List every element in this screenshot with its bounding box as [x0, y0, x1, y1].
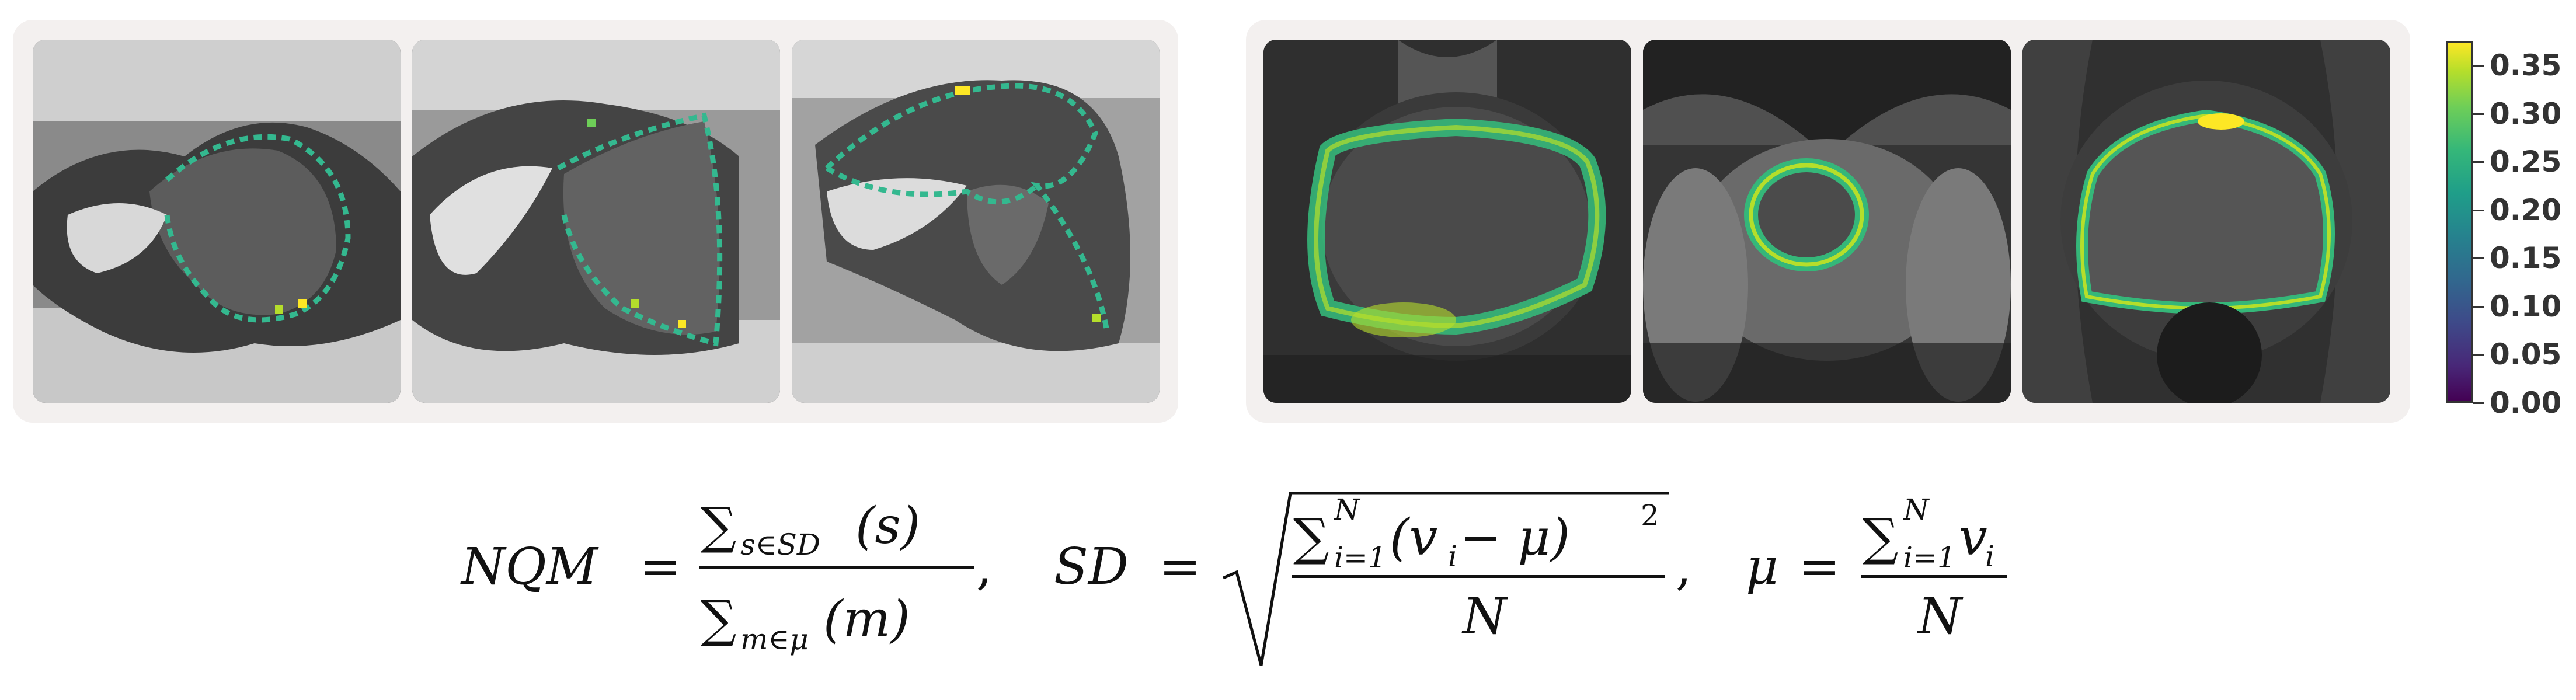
sd-term-sup: 2 — [1641, 499, 1659, 532]
prostate-slice-2 — [1643, 40, 2011, 403]
colorbar-tick — [2473, 402, 2484, 404]
comma-1: , — [976, 538, 992, 596]
colorbar-tick-label: 0.00 — [2490, 386, 2562, 420]
sd-fraction-bar — [1292, 575, 1665, 578]
nqm-den-sum: ∑ — [701, 590, 736, 649]
colorbar-tick-label: 0.25 — [2490, 145, 2562, 179]
colorbar-tick — [2473, 161, 2484, 163]
nqm-num-arg: (s) — [855, 497, 920, 555]
mu-den: N — [1917, 587, 1964, 646]
sqrt-symbol — [1223, 492, 1669, 666]
colorbar-tick — [2473, 209, 2484, 211]
nqm-lhs: NQM — [460, 538, 599, 596]
sd-sup: N — [1334, 493, 1361, 527]
mu-equals: = — [1798, 538, 1840, 596]
sd-sum: ∑ — [1293, 509, 1329, 567]
prostate-slice-3 — [2022, 40, 2390, 403]
mu-term-sub: i — [1985, 539, 1994, 573]
colorbar-tick-label: 0.05 — [2490, 337, 2562, 372]
sd-term: (v — [1390, 509, 1437, 567]
sd-sub: i=1 — [1334, 541, 1387, 574]
mu-term: v — [1959, 509, 1987, 567]
colorbar — [2446, 41, 2473, 403]
colorbar-tick-label: 0.30 — [2490, 96, 2562, 131]
mu-sum: ∑ — [1863, 509, 1898, 567]
colorbar-tick-label: 0.35 — [2490, 48, 2562, 82]
nqm-num-sub: s∈SD — [740, 528, 820, 562]
colorbar-tick — [2473, 354, 2484, 356]
sd-term-rest: − μ) — [1460, 509, 1570, 567]
nqm-den-arg: (m) — [823, 590, 910, 649]
sd-equals: = — [1159, 538, 1201, 596]
sd-den: N — [1461, 587, 1508, 646]
colorbar-tick — [2473, 257, 2484, 260]
nqm-fraction-bar — [699, 566, 974, 569]
sd-term-sub: i — [1448, 539, 1457, 573]
formula: NQM = ∑ s∈SD (s) ∑ m∈μ (m) , SD = ∑ N i=… — [460, 492, 2007, 666]
mu-lhs: μ — [1746, 538, 1778, 596]
colorbar-tick — [2473, 65, 2484, 67]
nqm-num-sum: ∑ — [701, 497, 736, 555]
colorbar-tick-label: 0.20 — [2490, 193, 2562, 227]
colorbar-tick — [2473, 305, 2484, 308]
comma-2: , — [1676, 538, 1691, 596]
nqm-equals: = — [639, 538, 681, 596]
mri-patch-3 — [792, 40, 1160, 403]
mu-sup: N — [1903, 493, 1930, 527]
colorbar-tick-label: 0.10 — [2490, 289, 2562, 323]
mu-sub: i=1 — [1903, 541, 1956, 574]
colorbar-tick-label: 0.15 — [2490, 241, 2562, 276]
nqm-den-sub: m∈μ — [740, 622, 809, 656]
sd-lhs: SD — [1054, 538, 1129, 596]
mri-patch-2 — [412, 40, 780, 403]
mu-fraction-bar — [1861, 575, 2007, 578]
mri-patch-1 — [33, 40, 401, 403]
prostate-slice-1 — [1263, 40, 1631, 403]
colorbar-tick — [2473, 113, 2484, 115]
